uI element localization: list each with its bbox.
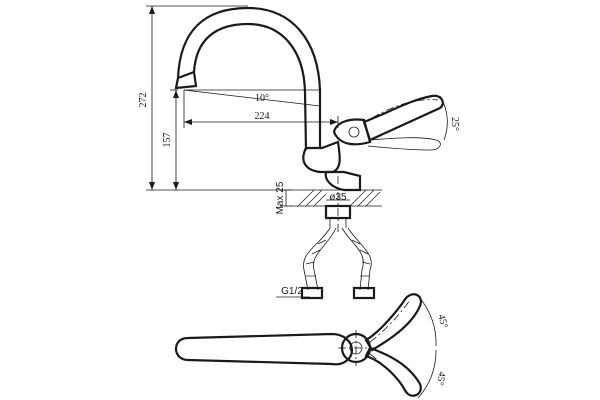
faucet-top-view: 45° 45°	[174, 293, 450, 399]
dim-reach: 224	[255, 111, 270, 122]
spout-tip	[174, 70, 198, 90]
dim-rotation-bottom: 45°	[434, 371, 447, 387]
faucet-body	[302, 140, 341, 174]
mounting-nut	[324, 204, 352, 220]
lever-top-lower	[364, 346, 422, 397]
dim-spout-angle: 10°	[255, 93, 269, 104]
dim-rotation-top: 45°	[435, 313, 449, 329]
dim-max-deck: Max 25	[275, 181, 286, 214]
dim-thread: G1/2	[281, 286, 303, 297]
faucet-side-view	[174, 6, 444, 192]
hose-left	[303, 227, 331, 291]
spout-outer-curve	[176, 6, 322, 148]
dim-height-total: 272	[138, 93, 149, 108]
dim-lever-angle: 25°	[449, 117, 460, 131]
lever-pivot	[348, 126, 360, 138]
dim-hole-diameter: ø35	[329, 192, 347, 203]
hose-right	[341, 227, 364, 291]
dimension-lines: 272 157 10° 224 25° ø35 Max 25 G1/2	[138, 5, 460, 298]
spout-inner-curve	[192, 22, 308, 151]
lever-top	[364, 293, 422, 352]
lever-ghost	[371, 99, 439, 119]
lever-handle	[362, 94, 444, 142]
lever-lower	[367, 137, 441, 151]
flexible-hoses	[300, 227, 376, 300]
hose-fitting-left	[300, 286, 324, 300]
countertop-section	[290, 176, 382, 232]
spout-top	[174, 332, 354, 366]
faucet-base	[324, 170, 362, 192]
dim-height-spout: 157	[162, 133, 173, 148]
hose-fitting-right	[352, 286, 376, 300]
